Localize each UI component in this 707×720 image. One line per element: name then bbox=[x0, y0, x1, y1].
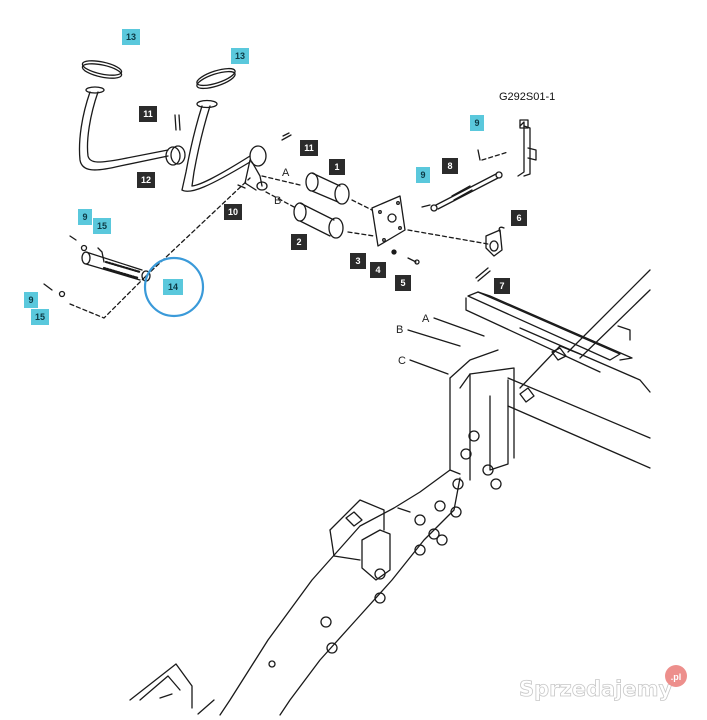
linkage-rod bbox=[421, 119, 537, 282]
part-tag-9d: 9 bbox=[24, 292, 38, 308]
part-tag-2: 2 bbox=[291, 234, 307, 250]
watermark-badge-text: .pl bbox=[671, 672, 682, 682]
part-tag-label: 9 bbox=[82, 212, 87, 222]
letter-c-frame: C bbox=[398, 355, 406, 367]
part-tag-label: 15 bbox=[35, 312, 45, 322]
part-tag-label: 7 bbox=[499, 281, 504, 291]
part-tag-box bbox=[163, 279, 183, 295]
part-tag-9a: 9 bbox=[470, 115, 484, 131]
drawing-code: G292S01-1 bbox=[499, 91, 555, 103]
part-tag-label: 13 bbox=[235, 51, 245, 61]
part-tag-label: 15 bbox=[97, 221, 107, 231]
part-tag-label: 9 bbox=[420, 170, 425, 180]
part-tag-label: 11 bbox=[143, 109, 153, 119]
part-tag-5: 5 bbox=[395, 275, 411, 291]
part-tag-box bbox=[494, 278, 510, 294]
letter-b-frame: B bbox=[396, 324, 403, 336]
highlight-ring bbox=[143, 256, 205, 318]
part-tag-box bbox=[122, 29, 140, 45]
part-tag-6: 6 bbox=[511, 210, 527, 226]
part-tag-9c: 9 bbox=[78, 209, 92, 225]
watermark: Sprzedajemy .pl bbox=[519, 665, 687, 701]
part-tag-box bbox=[416, 167, 430, 183]
part-tag-box bbox=[137, 172, 155, 188]
part-tag-label: 8 bbox=[447, 161, 452, 171]
shaft-assembly bbox=[261, 172, 489, 265]
part-tag-11b: 11 bbox=[300, 140, 318, 156]
part-tag-label: 9 bbox=[474, 118, 479, 128]
part-tag-1: 1 bbox=[329, 159, 345, 175]
part-tag-box bbox=[93, 218, 111, 234]
part-tag-12: 12 bbox=[137, 172, 155, 188]
part-tag-label: 1 bbox=[334, 162, 339, 172]
part-tag-box bbox=[395, 275, 411, 291]
part-tag-box bbox=[442, 158, 458, 174]
part-tag-9b: 9 bbox=[416, 167, 430, 183]
part-tag-label: 4 bbox=[375, 265, 380, 275]
part-tag-7: 7 bbox=[494, 278, 510, 294]
part-tag-label: 5 bbox=[400, 278, 405, 288]
part-tag-box bbox=[78, 209, 92, 225]
part-tag-14: 14 bbox=[163, 279, 183, 295]
part-tag-label: 2 bbox=[296, 237, 301, 247]
part-tag-15b: 15 bbox=[31, 309, 49, 325]
part-tag-label: 12 bbox=[141, 175, 151, 185]
part-tag-10: 10 bbox=[224, 204, 242, 220]
part-tag-box bbox=[350, 253, 366, 269]
part-tag-box bbox=[291, 234, 307, 250]
part-tag-label: 13 bbox=[126, 32, 136, 42]
letter-b-upper: B bbox=[274, 195, 281, 207]
part-tag-15a: 15 bbox=[93, 218, 111, 234]
part-tag-box bbox=[511, 210, 527, 226]
part-tag-box bbox=[24, 292, 38, 308]
part-tag-box bbox=[370, 262, 386, 278]
shaft-letters: A B A B C bbox=[274, 167, 430, 367]
pedal-assembly bbox=[78, 60, 292, 192]
part-tag-13b: 13 bbox=[231, 48, 249, 64]
part-tag-8: 8 bbox=[442, 158, 458, 174]
watermark-badge bbox=[665, 665, 687, 687]
part-tag-label: 11 bbox=[304, 143, 314, 153]
part-tag-label: 6 bbox=[516, 213, 521, 223]
letter-a-frame: A bbox=[422, 313, 430, 325]
letter-a-upper: A bbox=[282, 167, 290, 179]
part-tag-label: 9 bbox=[28, 295, 33, 305]
part-tag-box bbox=[31, 309, 49, 325]
part-tag-3: 3 bbox=[350, 253, 366, 269]
part-tag-box bbox=[470, 115, 484, 131]
part-tag-label: 14 bbox=[168, 282, 178, 292]
watermark-text: Sprzedajemy bbox=[519, 677, 673, 701]
part-tag-label: 3 bbox=[355, 256, 360, 266]
chassis-frame bbox=[129, 269, 651, 716]
part-tag-11a: 11 bbox=[139, 106, 157, 122]
part-tag-box bbox=[231, 48, 249, 64]
part-tag-4: 4 bbox=[370, 262, 386, 278]
part-tag-label: 10 bbox=[228, 207, 238, 217]
part-tag-13a: 13 bbox=[122, 29, 140, 45]
part-tag-box bbox=[300, 140, 318, 156]
part-tag-box bbox=[224, 204, 242, 220]
part-tag-box bbox=[139, 106, 157, 122]
part-tag-box bbox=[329, 159, 345, 175]
